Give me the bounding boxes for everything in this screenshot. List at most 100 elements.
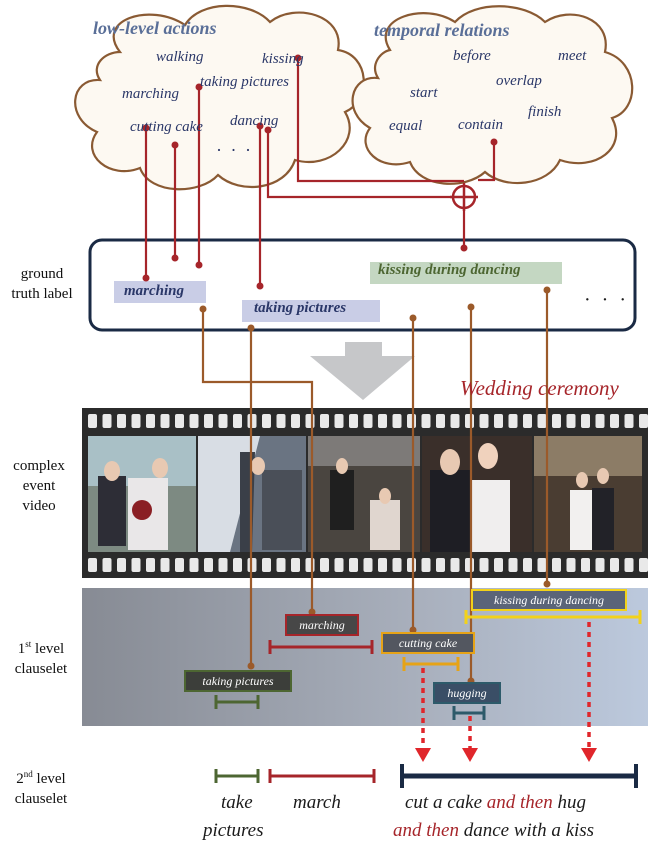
level2-line2: and then dance with a kiss <box>393 820 595 841</box>
sprocket-hole <box>537 558 547 572</box>
sprocket-hole <box>146 414 155 428</box>
sprocket-hole <box>175 414 184 428</box>
sprocket-hole <box>363 414 373 428</box>
sprocket-hole <box>610 414 619 428</box>
action-kissing: kissing <box>262 51 304 67</box>
sprocket-hole <box>189 558 199 572</box>
relation-contain: contain <box>458 117 503 133</box>
sprocket-hole <box>479 558 489 572</box>
sprocket-hole <box>436 558 445 572</box>
sprocket-hole <box>566 558 576 572</box>
relation-meet: meet <box>558 48 587 64</box>
sprocket-hole <box>624 558 634 572</box>
action-cutting-cake: cutting cake <box>130 119 203 135</box>
gt-marching-bg <box>114 281 206 303</box>
sprocket-hole <box>218 414 228 428</box>
sprocket-hole <box>508 558 518 572</box>
sprocket-hole <box>233 414 242 428</box>
sprocket-hole <box>276 414 286 428</box>
sprocket-hole <box>276 558 286 572</box>
gt-taking-pictures-bg <box>242 300 380 322</box>
sprocket-hole <box>334 414 344 428</box>
event-title: Wedding ceremony <box>460 376 619 400</box>
sprocket-hole <box>407 414 416 428</box>
sprocket-hole <box>363 558 373 572</box>
sprocket-hole <box>494 558 503 572</box>
sprocket-hole <box>131 414 141 428</box>
ground-truth-section-label: ground truth label <box>11 266 73 302</box>
film-strip <box>82 408 648 578</box>
sprocket-hole <box>204 414 213 428</box>
low-level-actions-title: low-level actions <box>93 18 217 38</box>
sprocket-hole <box>320 414 329 428</box>
sprocket-hole <box>537 414 547 428</box>
sprocket-hole <box>334 558 344 572</box>
sprocket-hole <box>262 414 271 428</box>
sprocket-hole <box>378 558 387 572</box>
temporal-relations-cloud <box>351 5 634 185</box>
sprocket-hole <box>581 414 590 428</box>
sprocket-hole <box>305 558 315 572</box>
level2-line1: cut a cake and then hug <box>405 792 586 813</box>
action-ellipsis: · · · <box>216 140 253 160</box>
level2-section-label: 2nd level clauselet <box>14 769 68 807</box>
sprocket-hole <box>320 558 329 572</box>
sprocket-hole <box>465 558 474 572</box>
sprocket-hole <box>378 414 387 428</box>
sprocket-hole <box>349 414 358 428</box>
clauselet-hugging: hugging <box>433 682 501 704</box>
sprocket-hole <box>581 558 590 572</box>
sprocket-hole <box>595 414 605 428</box>
sprocket-hole <box>624 414 634 428</box>
gt-ellipsis: · · · <box>584 289 629 311</box>
level2-intervals <box>214 764 638 788</box>
level2-take: take <box>221 792 253 813</box>
sprocket-hole <box>595 558 605 572</box>
sprocket-hole <box>291 414 300 428</box>
sprocket-hole <box>639 414 648 428</box>
action-marching: marching <box>122 86 179 102</box>
sprocket-hole <box>508 414 518 428</box>
sprocket-hole <box>552 414 561 428</box>
sprocket-hole <box>175 558 184 572</box>
level2-arrowheads <box>415 748 597 762</box>
gt-kissing-bg <box>370 262 562 284</box>
sprocket-hole <box>421 558 431 572</box>
clauselet-taking-pictures: taking pictures <box>184 670 292 692</box>
low-level-actions-cloud <box>74 4 365 191</box>
gt-label-kissing-during-dancing: kissing during dancing <box>378 262 521 278</box>
gt-label-marching: marching <box>124 283 185 299</box>
sprocket-hole <box>102 558 112 572</box>
level2-arrows <box>421 622 591 748</box>
sprocket-hole <box>392 414 402 428</box>
sprocket-hole <box>233 558 242 572</box>
level2-pictures: pictures <box>203 820 264 841</box>
video-section-label: complex event video <box>13 458 65 514</box>
clauselet-cutting-cake: cutting cake <box>381 632 475 654</box>
sprocket-hole <box>160 414 170 428</box>
relation-before: before <box>453 48 491 64</box>
sprocket-hole <box>204 558 213 572</box>
sprocket-hole <box>639 558 648 572</box>
sprocket-hole <box>349 558 358 572</box>
relation-start: start <box>410 85 438 101</box>
level1-band <box>82 588 648 726</box>
sprocket-hole <box>160 558 170 572</box>
temporal-relations-title: temporal relations <box>374 20 510 40</box>
sprocket-hole <box>436 414 445 428</box>
level2-march: march <box>293 792 341 813</box>
sprocket-hole <box>131 558 141 572</box>
relation-finish: finish <box>528 104 562 120</box>
relation-overlap: overlap <box>496 73 542 89</box>
sprocket-hole <box>102 414 112 428</box>
sprocket-hole <box>523 558 532 572</box>
relation-equal: equal <box>389 118 423 134</box>
sprocket-hole <box>189 414 199 428</box>
action-taking-pictures: taking pictures <box>200 74 290 90</box>
action-walking: walking <box>156 49 204 65</box>
sprocket-hole <box>610 558 619 572</box>
sprocket-hole <box>566 414 576 428</box>
level1-section-label: 1st level clauselet <box>14 639 68 677</box>
sprocket-hole <box>450 558 460 572</box>
